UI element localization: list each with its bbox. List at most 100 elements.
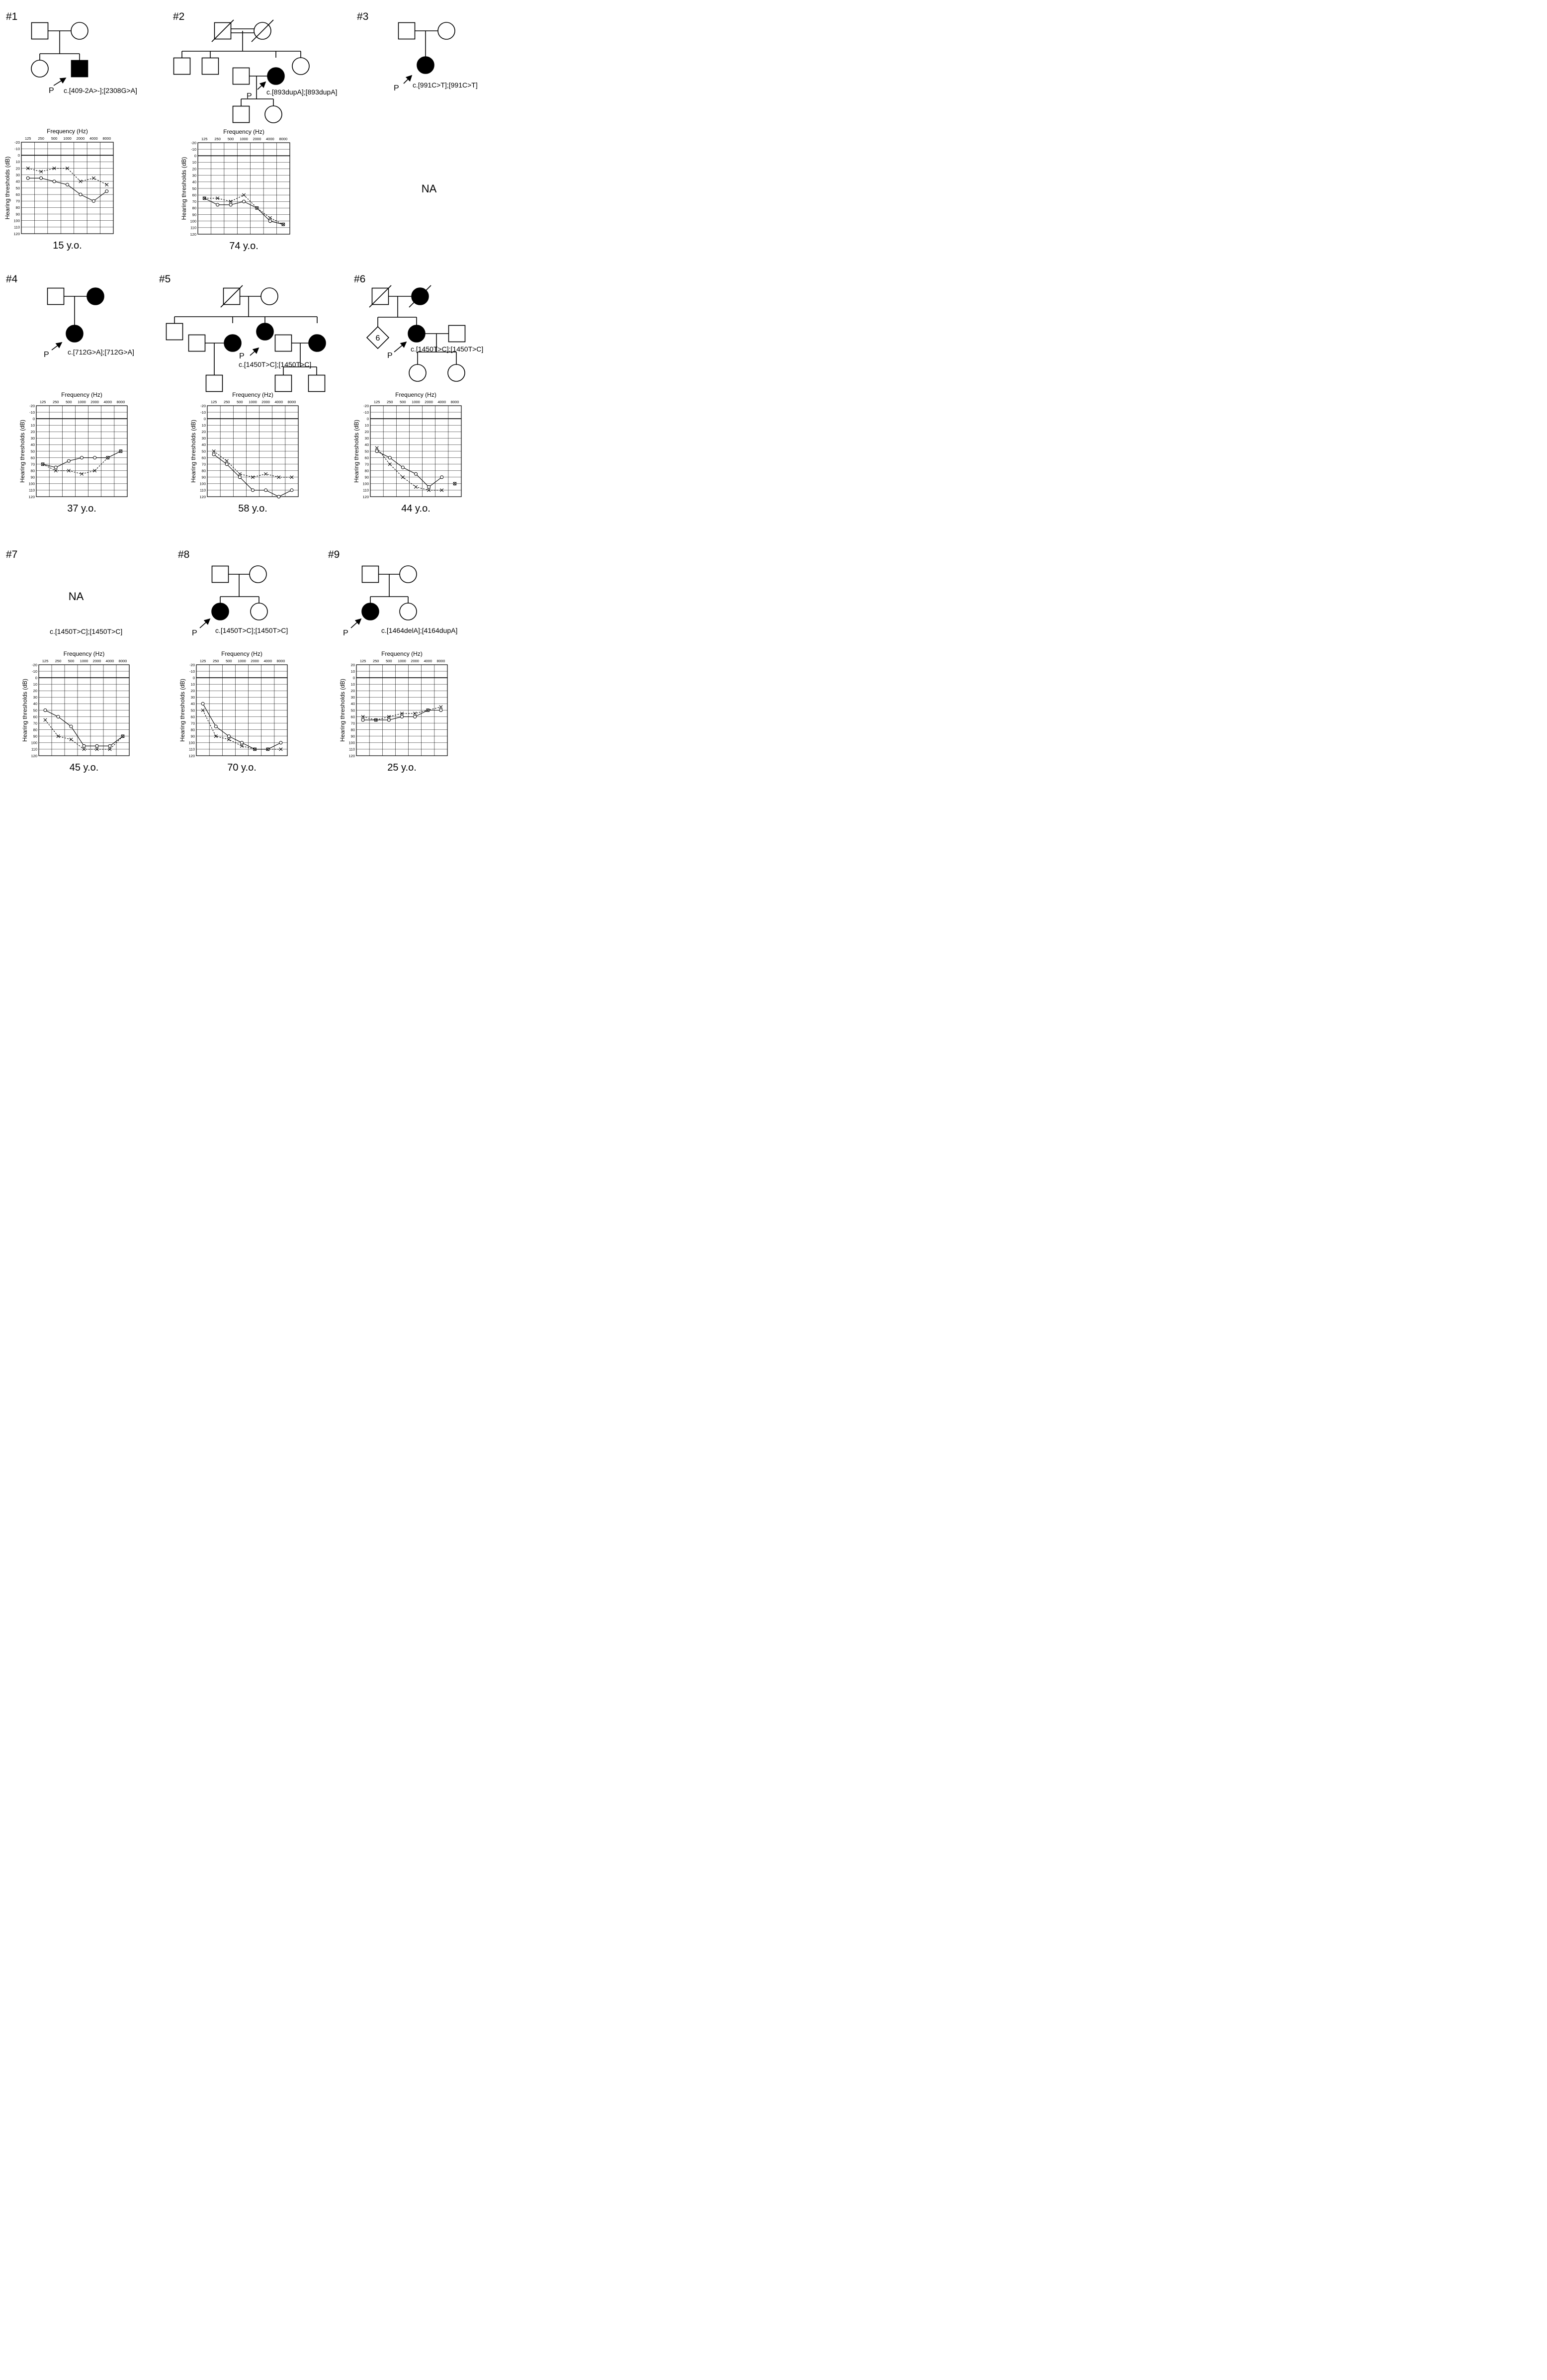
y-tick-label: -10 [191,147,196,152]
y-tick-label: 100 [188,741,195,745]
data-point-circle [52,179,56,183]
data-point-cross [105,182,109,186]
affected-female [211,603,229,620]
y-tick-label: 70 [202,462,206,466]
data-point-cross [201,708,205,712]
family-number: #7 [6,549,17,560]
y-tick-label: 110 [14,225,20,230]
proband-mark: P [394,84,399,92]
proband-arrowhead [400,341,407,348]
y-tick-label: 90 [192,212,196,217]
y-tick-label: 80 [16,205,20,210]
data-point-circle [225,462,229,466]
data-point-circle [388,456,392,460]
y-tick-label: 30 [365,436,369,441]
y-tick-label: 20 [16,166,20,171]
y-tick-label: 20 [191,689,195,693]
data-point-circle [69,724,73,728]
y-tick-label: 120 [190,232,196,237]
y-tick-label: 120 [362,495,369,499]
data-point-cross [401,475,405,479]
data-point-cross [279,747,283,751]
y-tick-label: 110 [363,488,369,493]
x-tick-label: 500 [237,400,243,404]
y-tick-label: 110 [189,747,195,752]
y-tick-label: -20 [29,404,35,408]
data-point-circle [54,465,58,469]
deceased-slash [251,19,274,42]
affected-female [86,287,104,305]
data-point-circle [290,488,294,492]
data-point-cross [426,708,430,712]
x-tick-label: 8000 [117,400,125,404]
y-tick-label: 90 [365,475,369,480]
female [409,364,427,382]
x-tick-label: 500 [66,400,72,404]
x-axis-title: Frequency (Hz) [395,391,436,398]
y-tick-label: 60 [191,714,195,719]
male [201,57,219,75]
data-point-circle [26,176,30,180]
y-tick-label: 0 [193,676,195,680]
y-tick-label: 10 [351,682,355,687]
x-tick-label: 125 [360,659,366,663]
sibship-diamond [366,326,390,350]
y-tick-label: 120 [348,754,355,758]
y-tick-label: 100 [199,482,206,486]
x-tick-label: 8000 [102,136,111,141]
variant-label: c.[1464delA];[4164dupA] [381,626,457,634]
x-tick-label: 4000 [266,137,274,141]
female [71,22,88,40]
deceased-slash [369,285,392,308]
data-point-circle [240,741,244,745]
x-tick-label: 1000 [249,400,257,404]
y-tick-label: 80 [202,469,206,473]
y-tick-label: 90 [351,734,355,739]
data-point-circle [400,715,404,719]
proband-mark: P [49,87,54,95]
y-tick-label: 40 [16,179,20,184]
data-point-cross [266,747,270,751]
not-available: NA [69,590,84,603]
data-point-cross [67,469,71,473]
y-tick-label: 50 [16,186,20,190]
data-point-circle [413,715,417,719]
x-axis-title: Frequency (Hz) [381,650,423,657]
y-tick-label: 110 [31,747,37,752]
proband-mark: P [192,629,197,637]
x-tick-label: 2000 [77,136,85,141]
family-number: #9 [328,549,340,560]
y-tick-label: 0 [367,417,369,421]
x-tick-label: 2000 [411,659,419,663]
male [232,105,250,123]
y-tick-label: 70 [191,721,195,725]
y-tick-label: 70 [16,199,20,203]
y-tick-label: -10 [363,410,369,415]
data-point-circle [277,495,281,499]
x-tick-label: 125 [200,659,206,663]
age-label: 45 y.o. [70,762,99,773]
proband-mark: P [387,352,393,360]
data-point-circle [268,219,272,223]
y-tick-label: 90 [31,475,35,480]
y-tick-label: 20 [31,430,35,434]
x-axis-title: Frequency (Hz) [61,391,102,398]
y-tick-label: 0 [33,417,35,421]
family-number: #6 [354,273,365,285]
data-point-cross [43,718,47,722]
variant-label: c.[893dupA];[893dupA] [266,88,337,96]
x-tick-label: 8000 [451,400,459,404]
y-tick-label: 20 [351,663,355,667]
data-point-circle [95,744,99,748]
data-point-cross [216,196,220,200]
data-point-cross [268,216,272,220]
male [31,22,49,40]
data-point-cross [277,475,281,479]
x-tick-label: 500 [68,659,75,663]
